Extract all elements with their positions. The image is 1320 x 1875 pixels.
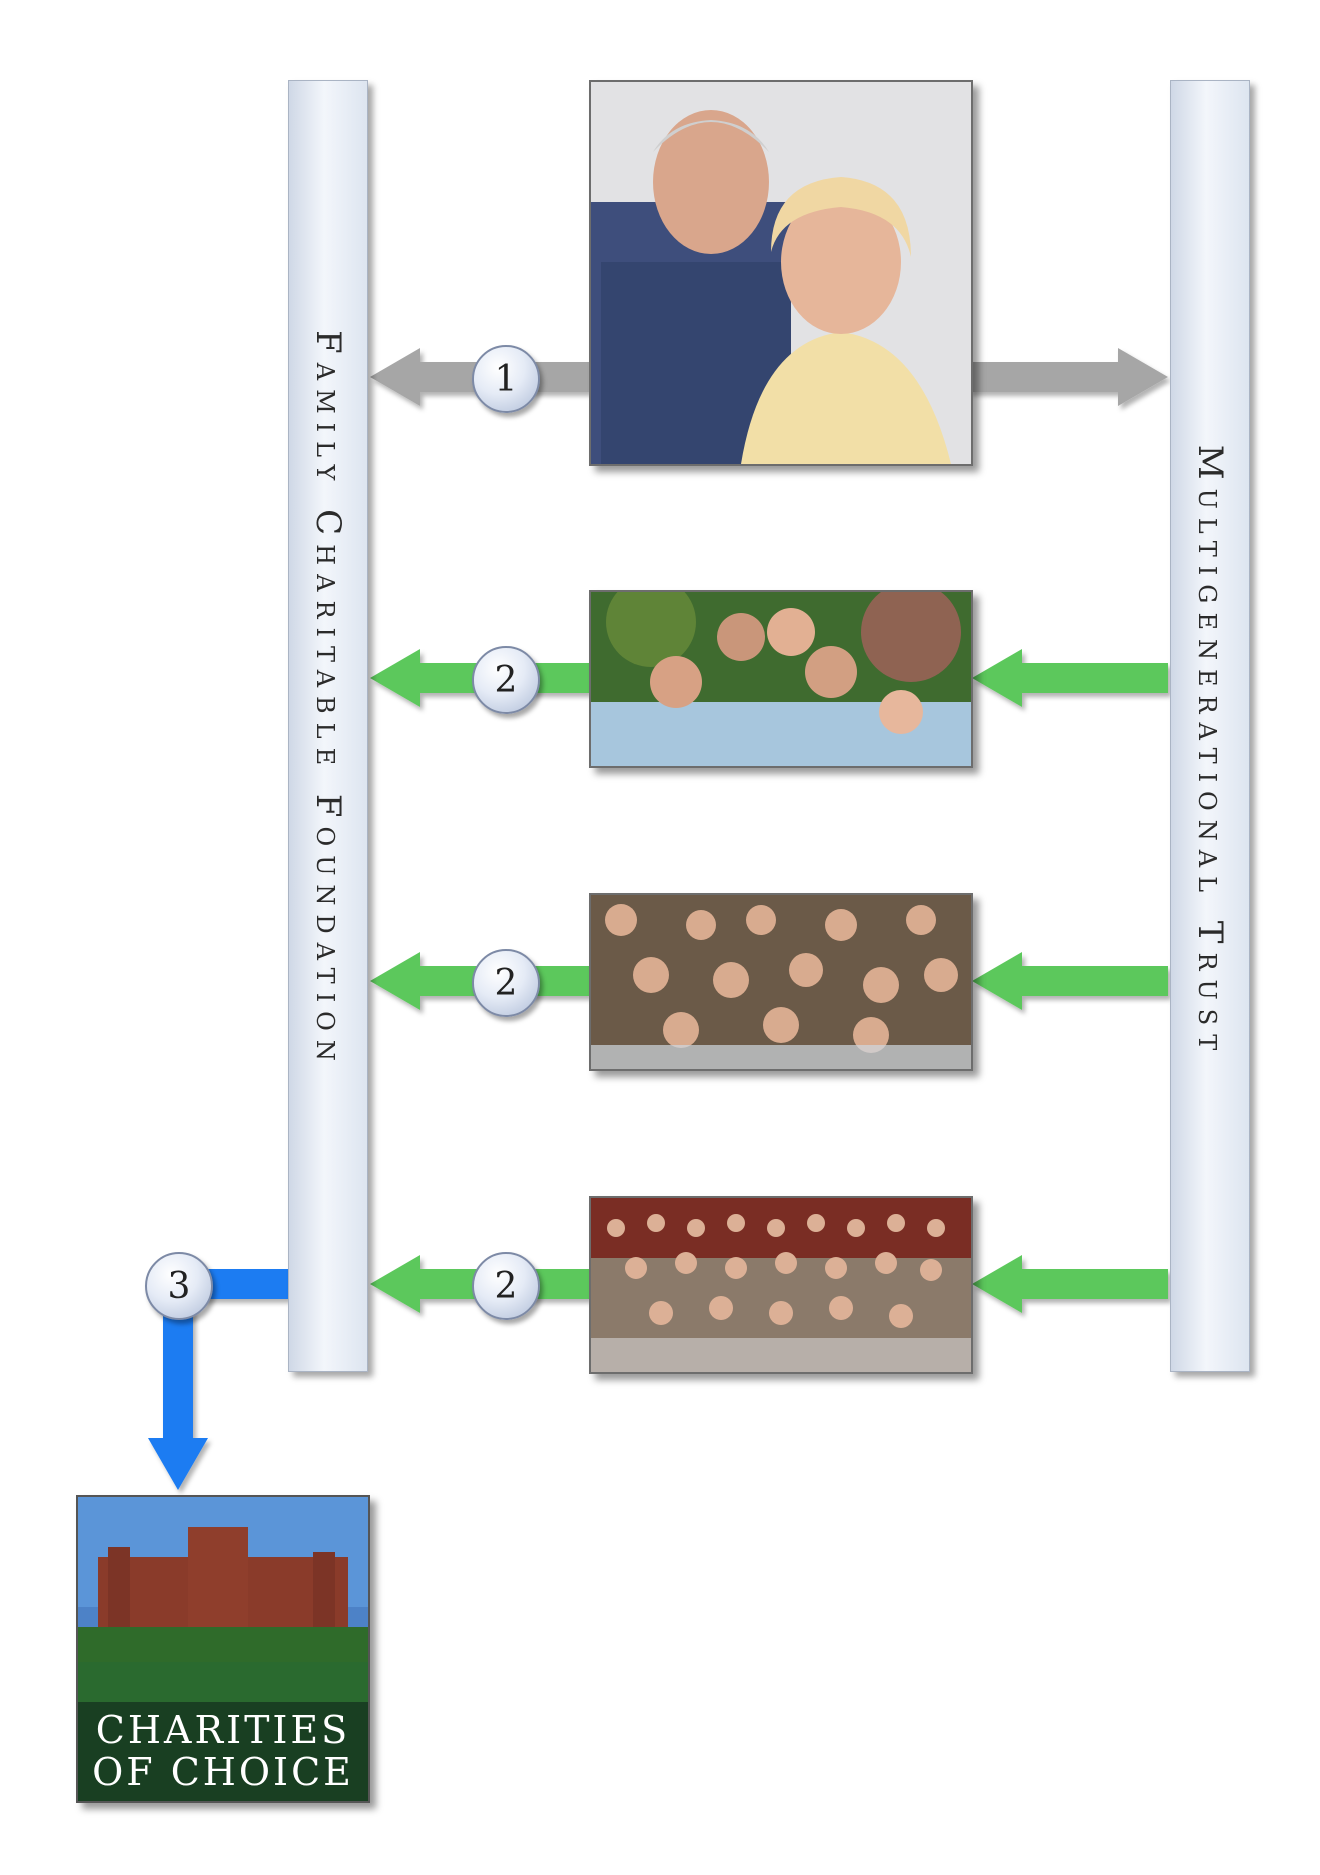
step-badge-2: 2 (472, 1252, 540, 1320)
step-badge-3: 3 (145, 1252, 213, 1320)
trust-label: Multigenerational Trust (1190, 444, 1230, 1060)
blue-arrow-to-charities (148, 1269, 288, 1490)
gray-arrow-to-trust (969, 348, 1168, 406)
family-charitable-foundation-bar: Family Charitable Foundation (288, 80, 368, 1372)
foundation-label: Family Charitable Foundation (308, 330, 348, 1071)
multigenerational-trust-bar: Multigenerational Trust (1170, 80, 1250, 1372)
charities-line-1: CHARITIES (95, 1708, 351, 1752)
children-generation-photo (589, 590, 973, 768)
green-arrow-from-trust-row3 (972, 952, 1168, 1010)
charities-line-2: OF CHOICE (92, 1750, 354, 1794)
step-badge-2: 2 (472, 646, 540, 714)
green-arrow-from-trust-row4 (972, 1255, 1168, 1313)
green-arrow-from-trust-row2 (972, 649, 1168, 707)
grandchildren-generation-photo (589, 893, 973, 1071)
step-badge-2: 2 (472, 949, 540, 1017)
extended-family-generation-photo (589, 1196, 973, 1374)
charities-title: CHARITIES OF CHOICE (78, 1709, 368, 1793)
charities-of-choice-tile: CHARITIES OF CHOICE (76, 1495, 370, 1803)
grandparents-photo (589, 80, 973, 466)
step-badge-1: 1 (472, 345, 540, 413)
